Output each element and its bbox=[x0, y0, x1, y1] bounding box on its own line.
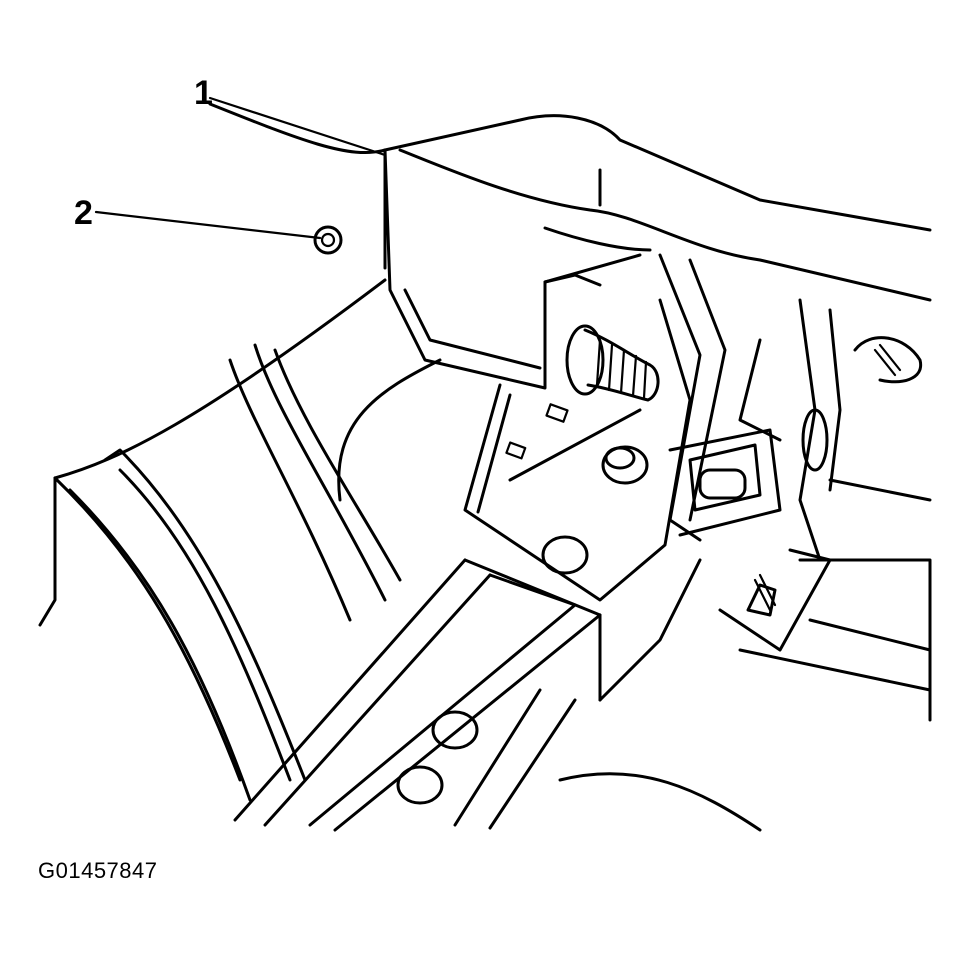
pedal-arm bbox=[658, 253, 782, 542]
callout-number-2: 2 bbox=[74, 194, 93, 232]
bracket-plate bbox=[463, 298, 692, 602]
linkage-mechanism bbox=[718, 298, 932, 722]
mounting-bracket bbox=[383, 148, 642, 390]
callout-number-1: 1 bbox=[194, 74, 213, 112]
figure-id-label: G01457847 bbox=[38, 858, 158, 883]
nut-part bbox=[313, 225, 343, 255]
stud-bolt bbox=[565, 324, 660, 402]
floor-pan bbox=[38, 278, 442, 802]
leader-lines bbox=[94, 96, 387, 240]
seat-rail bbox=[233, 558, 762, 832]
